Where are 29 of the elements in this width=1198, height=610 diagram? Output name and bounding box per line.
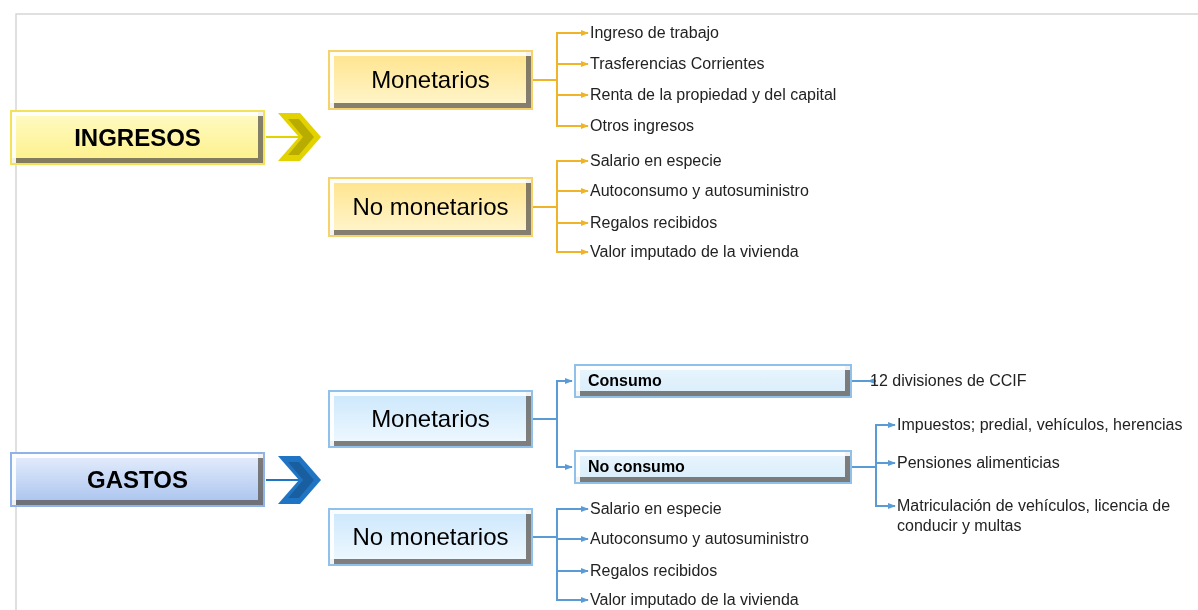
category-box: GASTOS (10, 452, 265, 507)
item-text: Autoconsumo y autosuministro (590, 529, 809, 549)
subcategory-box: Monetarios (328, 390, 533, 448)
type-box: No consumo (574, 450, 852, 484)
connector-arrow (532, 206, 589, 256)
item-text: Valor imputado de la vivienda (590, 590, 799, 610)
item-text: Salario en especie (590, 151, 722, 171)
connector-arrow (851, 466, 896, 510)
item-text: Valor imputado de la vivienda (590, 242, 799, 262)
item-text: Regalos recibidos (590, 213, 718, 233)
connector-arrow (532, 418, 573, 471)
item-text: Otros ingresos (590, 116, 695, 136)
category-box: INGRESOS (10, 110, 265, 165)
item-text: Regalos recibidos (590, 561, 718, 581)
item-text: Pensiones alimenticias (897, 453, 1060, 473)
type-box: Consumo (574, 364, 852, 398)
connector-arrow (532, 79, 589, 130)
connector-arrow (851, 377, 877, 385)
subcategory-box: Monetarios (328, 50, 533, 110)
item-text: Renta de la propiedad y del capital (590, 85, 837, 105)
item-text: Trasferencias Corrientes (590, 54, 765, 74)
item-text: Impuestos; predial, vehículos, herencias (897, 415, 1183, 435)
item-text: Matriculación de vehículos, licencia de conducir y multas (897, 496, 1187, 536)
item-text: Ingreso de trabajo (590, 23, 719, 43)
item-text: 12 divisiones de CCIF (870, 371, 1027, 391)
subcategory-box: No monetarios (328, 508, 533, 566)
item-text: Salario en especie (590, 499, 722, 519)
item-text: Autoconsumo y autosuministro (590, 181, 809, 201)
subcategory-box: No monetarios (328, 177, 533, 237)
